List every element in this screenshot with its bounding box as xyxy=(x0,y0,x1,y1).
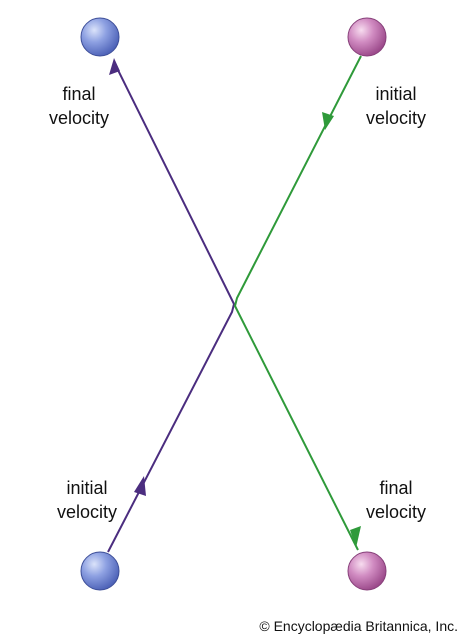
label-bottom-left: initial velocity xyxy=(32,476,142,524)
copyright-credit: © Encyclopædia Britannica, Inc. xyxy=(259,618,458,634)
label-top-left: final velocity xyxy=(24,82,134,130)
label-top-right-line1: initial xyxy=(375,84,417,104)
green-trajectory xyxy=(233,55,362,551)
label-top-right: initial velocity xyxy=(341,82,451,130)
ball-top-left-blue xyxy=(80,17,120,57)
label-bottom-left-line1: initial xyxy=(66,478,108,498)
label-top-left-line1: final xyxy=(62,84,96,104)
purple-trajectory xyxy=(107,61,236,553)
arrow-top-right-initial-icon xyxy=(322,112,334,130)
ball-bottom-left-blue xyxy=(80,551,120,591)
ball-bottom-right-pink xyxy=(347,551,387,591)
label-bottom-left-line2: velocity xyxy=(56,502,118,522)
label-top-right-line2: velocity xyxy=(365,108,427,128)
arrow-bottom-left-initial-icon xyxy=(134,476,146,496)
label-top-left-line2: velocity xyxy=(48,108,110,128)
arrow-top-left-final-icon xyxy=(109,58,120,75)
label-bottom-right-line2: velocity xyxy=(365,502,427,522)
label-bottom-right-line1: final xyxy=(379,478,413,498)
ball-top-right-pink xyxy=(347,17,387,57)
label-bottom-right: final velocity xyxy=(341,476,451,524)
arrow-bottom-right-final-icon xyxy=(350,526,361,548)
